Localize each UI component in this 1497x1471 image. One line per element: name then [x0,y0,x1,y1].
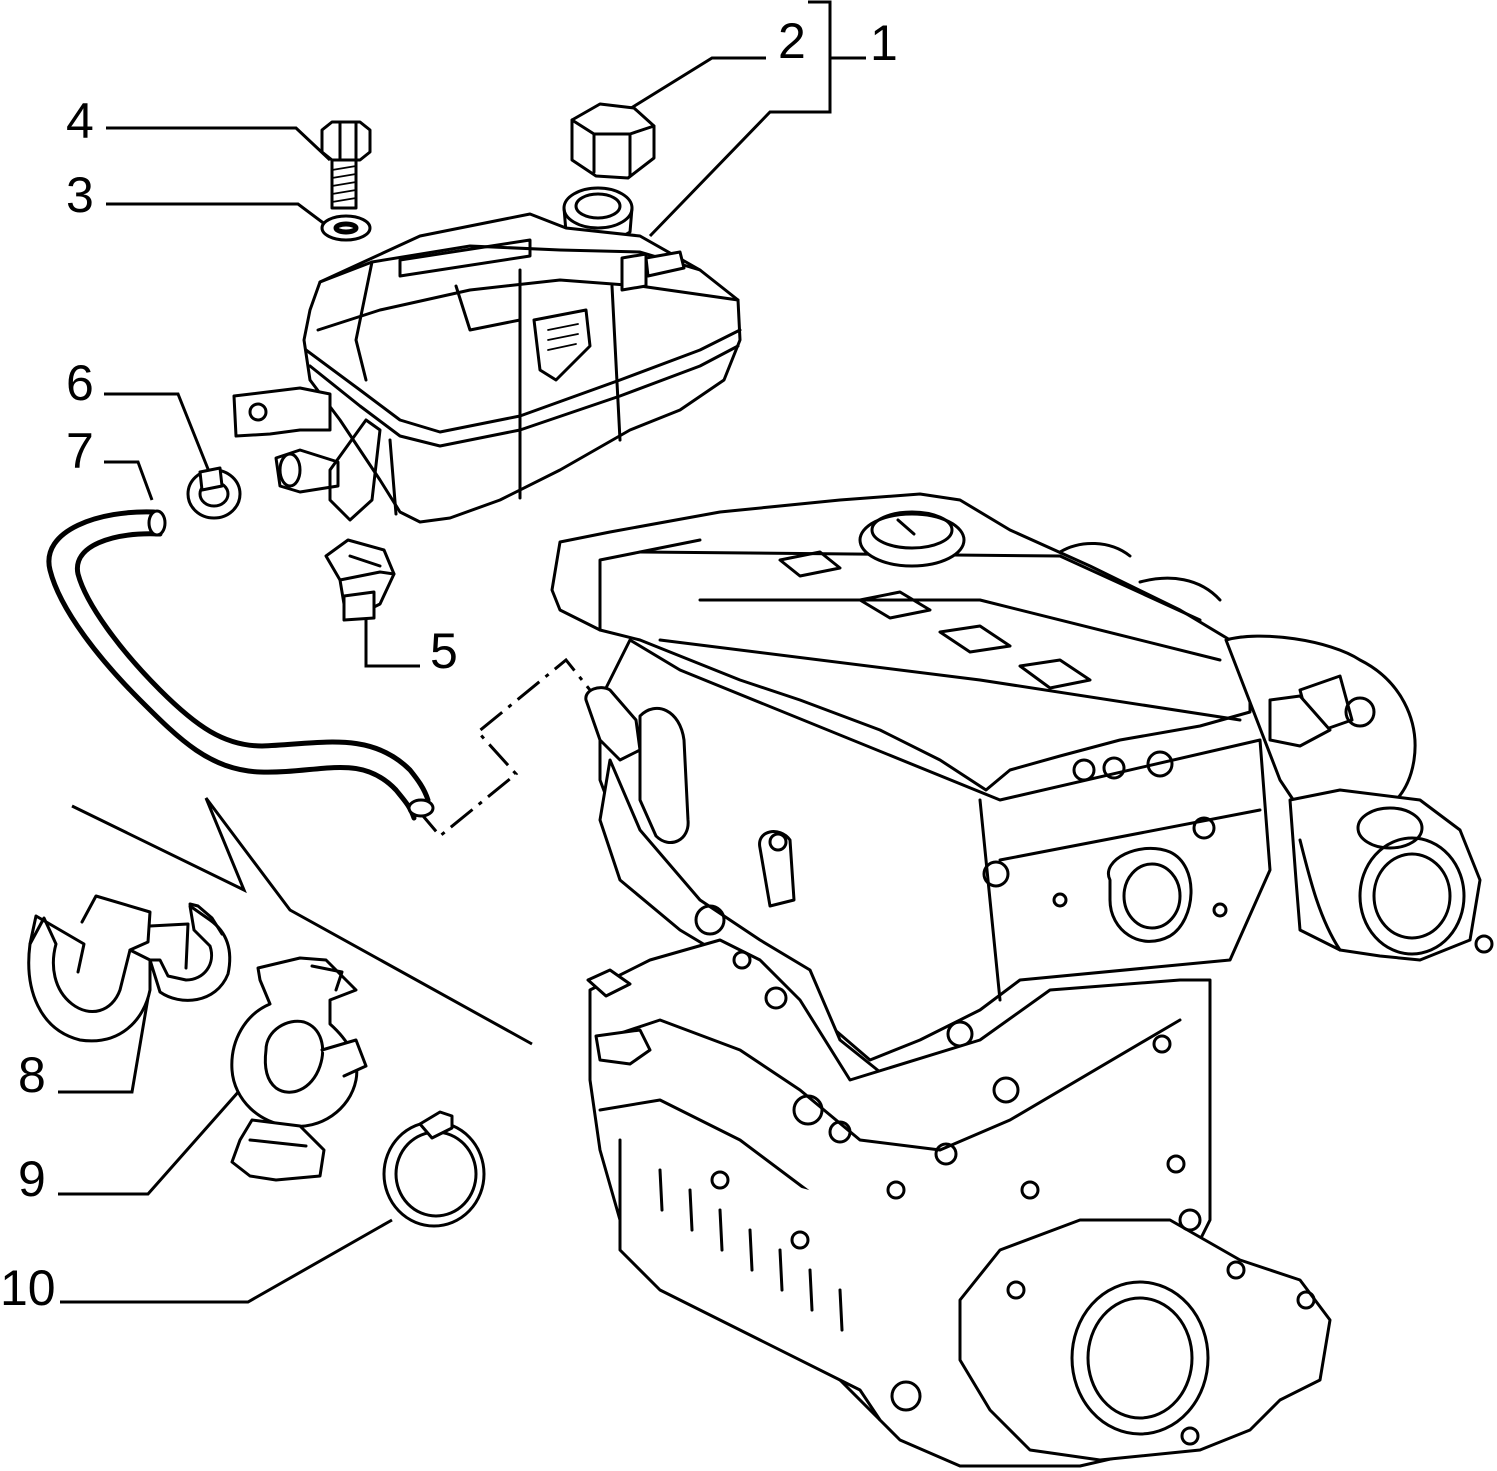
callout-8: 8 [18,1047,46,1103]
callout-10: 10 [0,1260,56,1316]
leader-7 [104,460,154,501]
hose-clamp-icon [186,466,242,520]
callout-4: 4 [66,93,94,149]
leader-10 [60,1218,393,1304]
leader-bracket-1 [808,0,832,114]
leader-5 [364,618,420,668]
filler-cap-icon [570,102,656,180]
engine-block-icon [550,492,1494,1468]
detail-pointer [71,797,533,1046]
leader-4 [106,126,332,162]
bracket-clamp-icon [230,956,368,1182]
leader-9 [58,1089,242,1196]
leader-lines [58,0,866,1304]
callout-3: 3 [66,167,94,223]
callout-2: 2 [778,13,806,69]
hose-connector-icon [324,538,396,622]
callout-7: 7 [66,423,94,479]
expansion-tank-icon [232,186,742,524]
callout-6: 6 [66,355,94,411]
callout-labels: 1 2 3 4 5 6 7 8 9 10 [0,13,898,1316]
leader-6 [104,392,212,475]
callout-1: 1 [870,15,898,71]
hose-routing-line [416,657,592,839]
leader-2 [627,56,766,112]
band-clamp-icon [382,1110,486,1228]
bolt-icon [320,120,372,210]
double-clamp-icon [27,894,232,1043]
callout-9: 9 [18,1151,46,1207]
callout-5: 5 [430,623,458,679]
leader-1-tank [648,110,808,238]
coolant-hose-icon [46,509,435,821]
leader-8 [58,985,152,1094]
washer-icon [320,214,372,242]
leader-3 [106,202,331,230]
